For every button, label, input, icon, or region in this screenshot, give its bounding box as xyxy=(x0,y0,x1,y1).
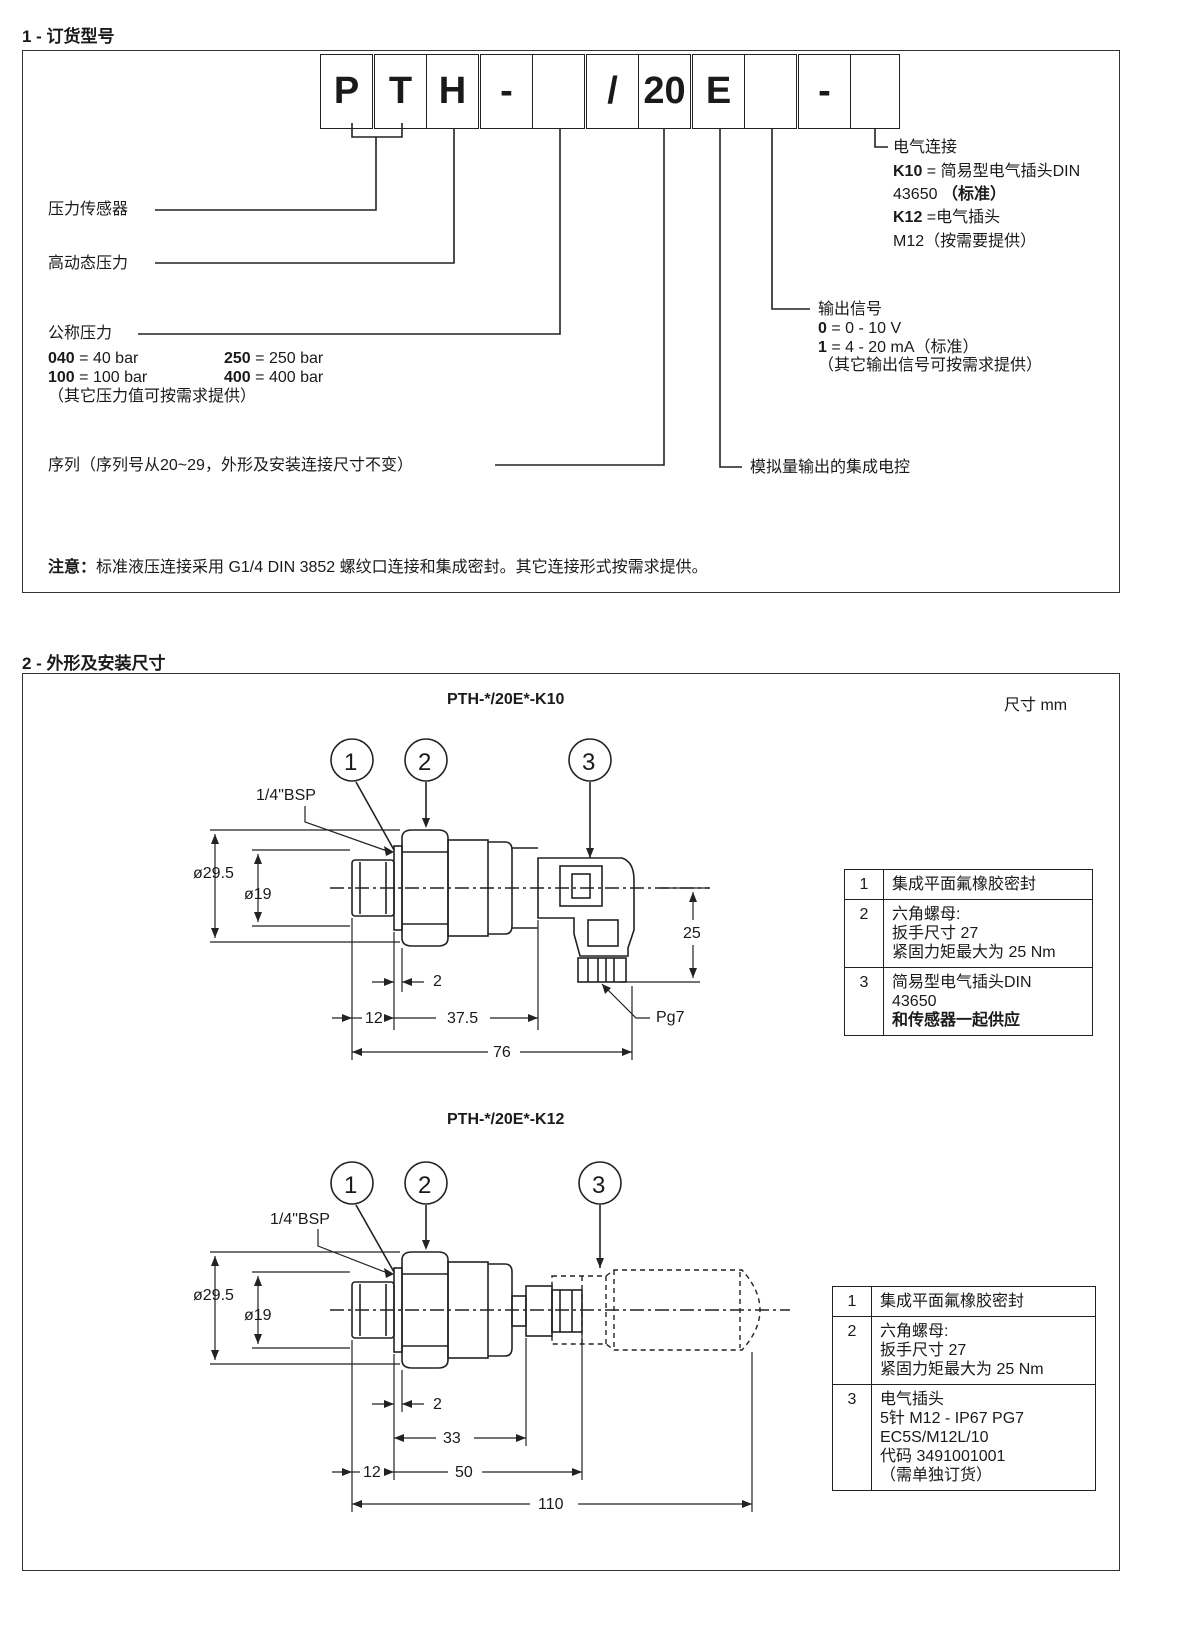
k10-dia-19: ø19 xyxy=(244,886,272,903)
units-label: 尺寸 mm xyxy=(1004,697,1068,714)
pressure-040: 040 = 40 bar xyxy=(48,350,139,367)
k12-callout-3: 3 xyxy=(592,1172,606,1199)
k10-callout-3: 3 xyxy=(582,749,596,776)
k10-callout-3-circle xyxy=(568,738,612,782)
nominal-pressure-title: 公称压力 xyxy=(48,325,113,342)
dynamic-pressure-label: 高动态压力 xyxy=(48,255,129,272)
code-cell-3: H xyxy=(426,54,479,129)
k12-dim-110: 110 xyxy=(538,1496,564,1513)
output-0: 0 = 0 - 10 V xyxy=(818,320,902,337)
k12-dim-33: 33 xyxy=(443,1430,461,1447)
output-signal-title: 输出信号 xyxy=(818,301,883,318)
code-cell-11 xyxy=(850,54,900,129)
k10-option-line2: 43650 （标准） xyxy=(893,186,1006,203)
k12-dia-29-5: ø29.5 xyxy=(193,1287,234,1304)
k10-dim-2: 2 xyxy=(433,973,442,990)
pressure-250: 250 = 250 bar xyxy=(224,350,324,367)
k10-option: K10 = 简易型电气插头DIN xyxy=(893,163,1081,180)
k12-bsp-label: 1/4"BSP xyxy=(270,1211,330,1228)
k10-dim-25: 25 xyxy=(683,925,701,942)
nominal-pressure-note: （其它压力值可按需求提供） xyxy=(48,388,257,405)
k12-dia-19: ø19 xyxy=(244,1307,272,1324)
output-1: 1 = 4 - 20 mA（标准） xyxy=(818,339,979,356)
k10-dim-12: 12 xyxy=(365,1010,383,1027)
series-label: 序列（序列号从20~29，外形及安装连接尺寸不变） xyxy=(48,457,413,474)
k12-option: K12 =电气插头 xyxy=(893,209,1001,226)
k10-callout-1: 1 xyxy=(344,749,358,776)
sensor-label: 压力传感器 xyxy=(48,201,129,218)
section2-title: 2 - 外形及安装尺寸 xyxy=(22,654,166,673)
k12-drawing-title: PTH-*/20E*-K12 xyxy=(447,1111,565,1128)
code-cell-8: E xyxy=(692,54,745,129)
k12-dim-50: 50 xyxy=(455,1464,473,1481)
k10-bsp-label: 1/4"BSP xyxy=(256,787,316,804)
hydraulic-note: 注意：标准液压连接采用 G1/4 DIN 3852 螺纹口连接和集成密封。其它连… xyxy=(48,559,708,576)
k12-dim-12: 12 xyxy=(363,1464,381,1481)
code-cell-7: 20 xyxy=(638,54,691,129)
pressure-400: 400 = 400 bar xyxy=(224,369,324,386)
k12-dim-2: 2 xyxy=(433,1396,442,1413)
output-signal-note: （其它输出信号可按需求提供） xyxy=(818,357,1043,374)
analog-electronics-label: 模拟量输出的集成电控 xyxy=(750,459,911,476)
dimensions-box xyxy=(22,673,1120,1571)
electrical-connection-title: 电气连接 xyxy=(893,139,958,156)
k10-dim-37-5: 37.5 xyxy=(447,1010,479,1027)
pressure-100: 100 = 100 bar xyxy=(48,369,148,386)
code-cell-5 xyxy=(532,54,585,129)
ordering-code-box xyxy=(22,50,1120,593)
k12-callout-2: 2 xyxy=(418,1172,432,1199)
code-cell-1: P xyxy=(320,54,373,129)
code-cell-9 xyxy=(744,54,797,129)
k10-dim-76: 76 xyxy=(493,1044,511,1061)
k10-dia-29-5: ø29.5 xyxy=(193,865,234,882)
k10-callout-2-circle xyxy=(404,738,448,782)
k10-callout-2: 2 xyxy=(418,749,432,776)
k12-callout-1: 1 xyxy=(344,1172,358,1199)
k12-option-line2: M12（按需要提供） xyxy=(893,233,1037,250)
section1-title: 1 - 订货型号 xyxy=(22,27,115,46)
k10-drawing-title: PTH-*/20E*-K10 xyxy=(447,691,565,708)
k10-pg7: Pg7 xyxy=(656,1009,685,1026)
k10-callout-1-circle xyxy=(330,738,374,782)
